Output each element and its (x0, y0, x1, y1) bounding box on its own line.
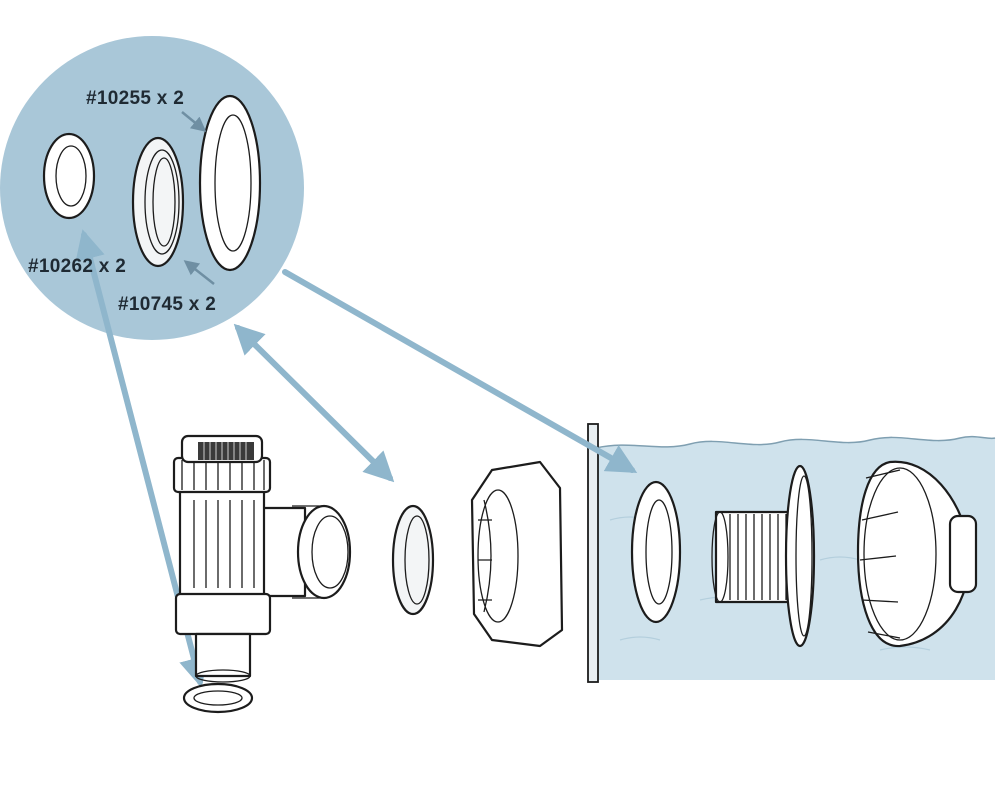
label-part-10262: #10262 x 2 (28, 256, 126, 277)
leader-arrow-10255 (282, 269, 638, 473)
gasket-ring (391, 504, 435, 616)
callout-ring-10255 (198, 94, 262, 272)
callout-pointers (181, 111, 215, 285)
callout-ring-10262 (42, 132, 96, 220)
hex-nut (470, 460, 564, 648)
label-part-10255: #10255 x 2 (86, 88, 184, 109)
pointer-10745 (183, 260, 215, 285)
callout-ring-10745 (131, 136, 185, 268)
threaded-inlet (711, 464, 816, 648)
pointer-10255 (181, 111, 207, 132)
flat-washer (630, 480, 682, 624)
bottom-o-ring (182, 682, 254, 714)
leader-arrow-10745 (233, 323, 395, 483)
strainer-cover (856, 460, 978, 648)
label-part-10745: #10745 x 2 (118, 294, 216, 315)
plunger-valve (172, 434, 352, 683)
pool-wall (587, 423, 599, 683)
